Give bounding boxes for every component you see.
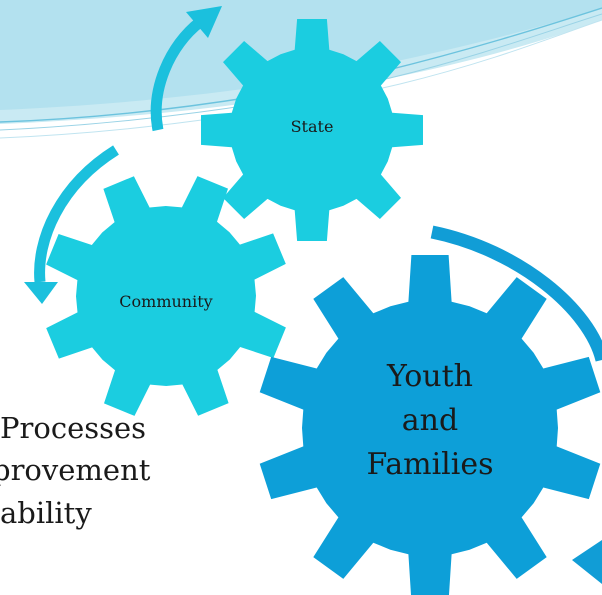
- bg-text-line1: Processes: [0, 411, 147, 445]
- community-gear[interactable]: [46, 176, 286, 416]
- bg-text-line2: provement: [0, 453, 151, 487]
- state-label: State: [291, 117, 334, 136]
- arrow-up-icon: [150, 6, 222, 132]
- arrow-bottom-right-icon: [572, 540, 602, 584]
- arrow-right-icon: [430, 225, 602, 362]
- arrow-down-left-icon: [24, 145, 119, 304]
- youth-label-line3: Families: [366, 447, 493, 482]
- bg-text-line3: ability: [0, 496, 92, 530]
- youth-label-line2: and: [402, 403, 458, 438]
- state-gear[interactable]: [201, 19, 423, 241]
- community-label: Community: [119, 292, 212, 311]
- youth-label-line1: Youth: [386, 359, 473, 394]
- youth-families-gear[interactable]: [259, 255, 601, 595]
